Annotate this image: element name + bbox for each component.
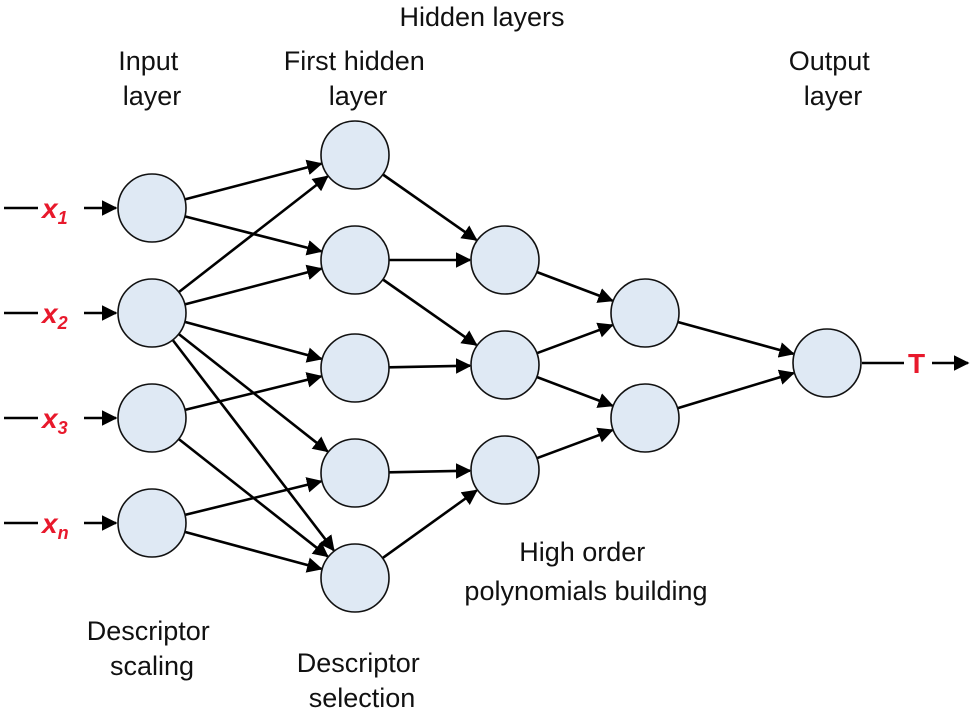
input-layer-label: Input layer [118, 46, 186, 111]
connection-hidden3-1-to-output-1 [677, 320, 795, 358]
connection-input-2-to-hidden1-5 [171, 339, 335, 552]
connection-input-2-to-hidden1-3 [184, 320, 323, 363]
output-layer-label: Output layer [789, 46, 878, 111]
connection-input-3-to-hidden1-3 [184, 372, 323, 412]
hidden2-node-3 [470, 435, 540, 505]
descriptor-selection-label: Descriptor selection [297, 648, 428, 713]
output-t: T [862, 345, 970, 381]
input-label-2: x2 [40, 298, 68, 333]
connection-input-2-to-hidden1-1 [178, 175, 329, 294]
output-label: T [908, 348, 925, 379]
descriptor-scaling-label: Descriptor scaling [87, 616, 218, 681]
output-node-1 [792, 328, 862, 398]
hidden1-node-3 [320, 333, 390, 403]
connection-input-1-to-hidden1-1 [184, 159, 323, 201]
hidden2-node-1 [470, 225, 540, 295]
high-order-polynomials-label: High order polynomials building [464, 537, 707, 606]
input-label-3: x3 [40, 403, 68, 438]
connection-hidden2-2-to-hidden3-2 [536, 375, 614, 408]
input-x2: x2 [4, 295, 118, 333]
neurons [117, 120, 862, 613]
connection-hidden1-2-to-hidden2-2 [382, 278, 478, 346]
hidden1-node-5 [320, 543, 390, 613]
connection-input-4-to-hidden1-5 [184, 530, 323, 573]
input-label-n: xn [40, 508, 69, 543]
hidden1-node-1 [320, 120, 390, 190]
connection-hidden2-3-to-hidden3-2 [536, 427, 614, 460]
input-label-1: x1 [40, 193, 68, 228]
input-node-2 [117, 278, 187, 348]
hidden1-node-4 [320, 438, 390, 508]
connection-hidden2-1-to-hidden3-1 [536, 270, 614, 303]
connection-hidden3-2-to-output-1 [677, 369, 795, 410]
connection-input-4-to-hidden1-4 [184, 477, 323, 517]
input-node-4 [117, 488, 187, 558]
hidden1-node-2 [320, 225, 390, 295]
connection-hidden1-1-to-hidden2-1 [382, 173, 478, 241]
input-x1: x1 [4, 190, 118, 228]
hidden2-node-2 [470, 330, 540, 400]
hidden-layers-label: Hidden layers [399, 2, 564, 32]
connections [171, 159, 795, 573]
connection-hidden1-4-to-hidden2-3 [388, 463, 472, 479]
first-hidden-layer-label: First hidden layer [284, 46, 433, 111]
connection-input-2-to-hidden1-2 [184, 264, 323, 306]
input-x3: x3 [4, 400, 118, 438]
connection-hidden1-3-to-hidden2-2 [388, 358, 472, 374]
hidden3-node-1 [610, 278, 680, 348]
input-node-1 [117, 173, 187, 243]
input-node-3 [117, 383, 187, 453]
connection-hidden1-5-to-hidden2-3 [381, 489, 478, 560]
input-xn: xn [4, 505, 118, 543]
connection-hidden2-2-to-hidden3-1 [536, 322, 614, 355]
hidden3-node-2 [610, 383, 680, 453]
